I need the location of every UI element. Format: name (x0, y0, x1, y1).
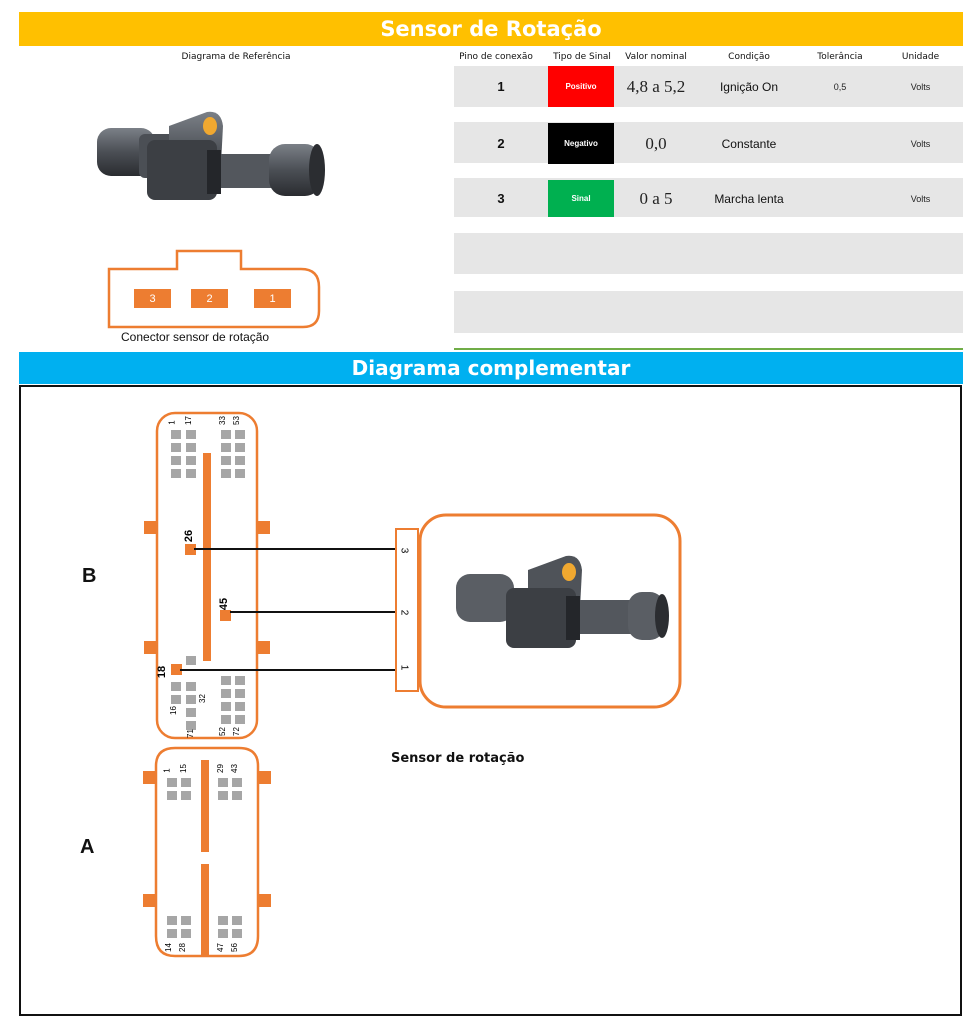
ecu-a-pin-29: 29 (215, 764, 225, 773)
ecu-b-pin-33: 33 (217, 416, 227, 425)
connector-drawing (107, 249, 321, 329)
reference-panel: 3 2 1 Conector sensor de rotação (19, 66, 453, 352)
row2-pin: 2 (497, 136, 505, 151)
row2-unit: Volts (910, 138, 931, 149)
sensor-image (97, 111, 325, 200)
ecu-b-pin-53: 53 (231, 416, 241, 425)
ecu-b-pin-26: 26 (183, 529, 196, 543)
row1-condition: Ignição On (719, 79, 779, 94)
complementary-title: Diagrama complementar (19, 352, 963, 384)
row1-unit: Volts (910, 81, 931, 92)
header-reference: Diagrama de Referência (181, 52, 291, 62)
ecu-a-pin-56: 56 (229, 943, 239, 952)
row3-pin: 3 (497, 191, 505, 206)
header-tolerance: Tolerância (817, 52, 863, 62)
connector-b-label: B (82, 565, 97, 587)
row1-tolerance: 0,5 (833, 81, 847, 92)
ecu-b-pin-72: 72 (231, 727, 241, 736)
ecu-b-pin-45: 45 (218, 597, 231, 611)
header-condition: Condição (728, 52, 770, 62)
row3-signal-badge: Sinal (548, 180, 614, 217)
ecu-a-pin-14: 14 (163, 943, 173, 952)
header-nominal: Valor nominal (625, 52, 687, 62)
row2-signal-badge: Negativo (548, 123, 614, 164)
header-signal: Tipo de Sinal (553, 52, 611, 62)
sensor-caption: Sensor de rotação (391, 751, 525, 766)
connector-caption: Conector sensor de rotação (121, 330, 270, 344)
row3-nominal: 0 a 5 (639, 188, 673, 208)
ecu-a-pin-1: 1 (162, 768, 172, 773)
connector-pin-3: 3 (134, 289, 171, 308)
row1-signal-badge: Positivo (548, 66, 614, 107)
row2-tolerance (802, 123, 878, 164)
row3-tolerance (802, 180, 878, 217)
sensor-pin-2: 2 (398, 609, 410, 616)
header-pin: Pino de conexão (459, 52, 533, 62)
row1-nominal: 4,8 a 5,2 (626, 76, 686, 96)
ecu-b-pin-1: 1 (167, 420, 177, 425)
row1-pin: 1 (497, 79, 505, 94)
ecu-a-pin-15: 15 (178, 764, 188, 773)
row3-condition: Marcha lenta (714, 191, 784, 206)
sensor-pin-3: 3 (398, 547, 410, 554)
wiring-diagram (143, 411, 682, 958)
row2-condition: Constante (721, 136, 777, 151)
sensor-pin-1: 1 (398, 664, 410, 671)
row2-nominal: 0,0 (645, 133, 667, 153)
ecu-b-pin-32: 32 (197, 694, 207, 703)
header-unit: Unidade (901, 52, 940, 62)
ecu-b-pin-71: 71 (185, 729, 195, 738)
connector-pin-2: 2 (191, 289, 228, 308)
ecu-a-pin-43: 43 (229, 764, 239, 773)
ecu-b-pin-18: 18 (156, 665, 169, 679)
ecu-b-pin-17: 17 (183, 416, 193, 425)
ecu-a-pin-47: 47 (215, 943, 225, 952)
ecu-b-pin-52: 52 (217, 727, 227, 736)
ecu-b-pin-16: 16 (168, 706, 178, 715)
ecu-a-pin-28: 28 (177, 943, 187, 952)
row3-unit: Volts (910, 193, 931, 204)
connector-a-label: A (80, 836, 95, 858)
spec-table: 1 Positivo 4,8 a 5,2 Ignição On 0,5 Volt… (454, 66, 963, 352)
connector-pin-1: 1 (254, 289, 291, 308)
page-title: Sensor de Rotação (19, 12, 963, 46)
